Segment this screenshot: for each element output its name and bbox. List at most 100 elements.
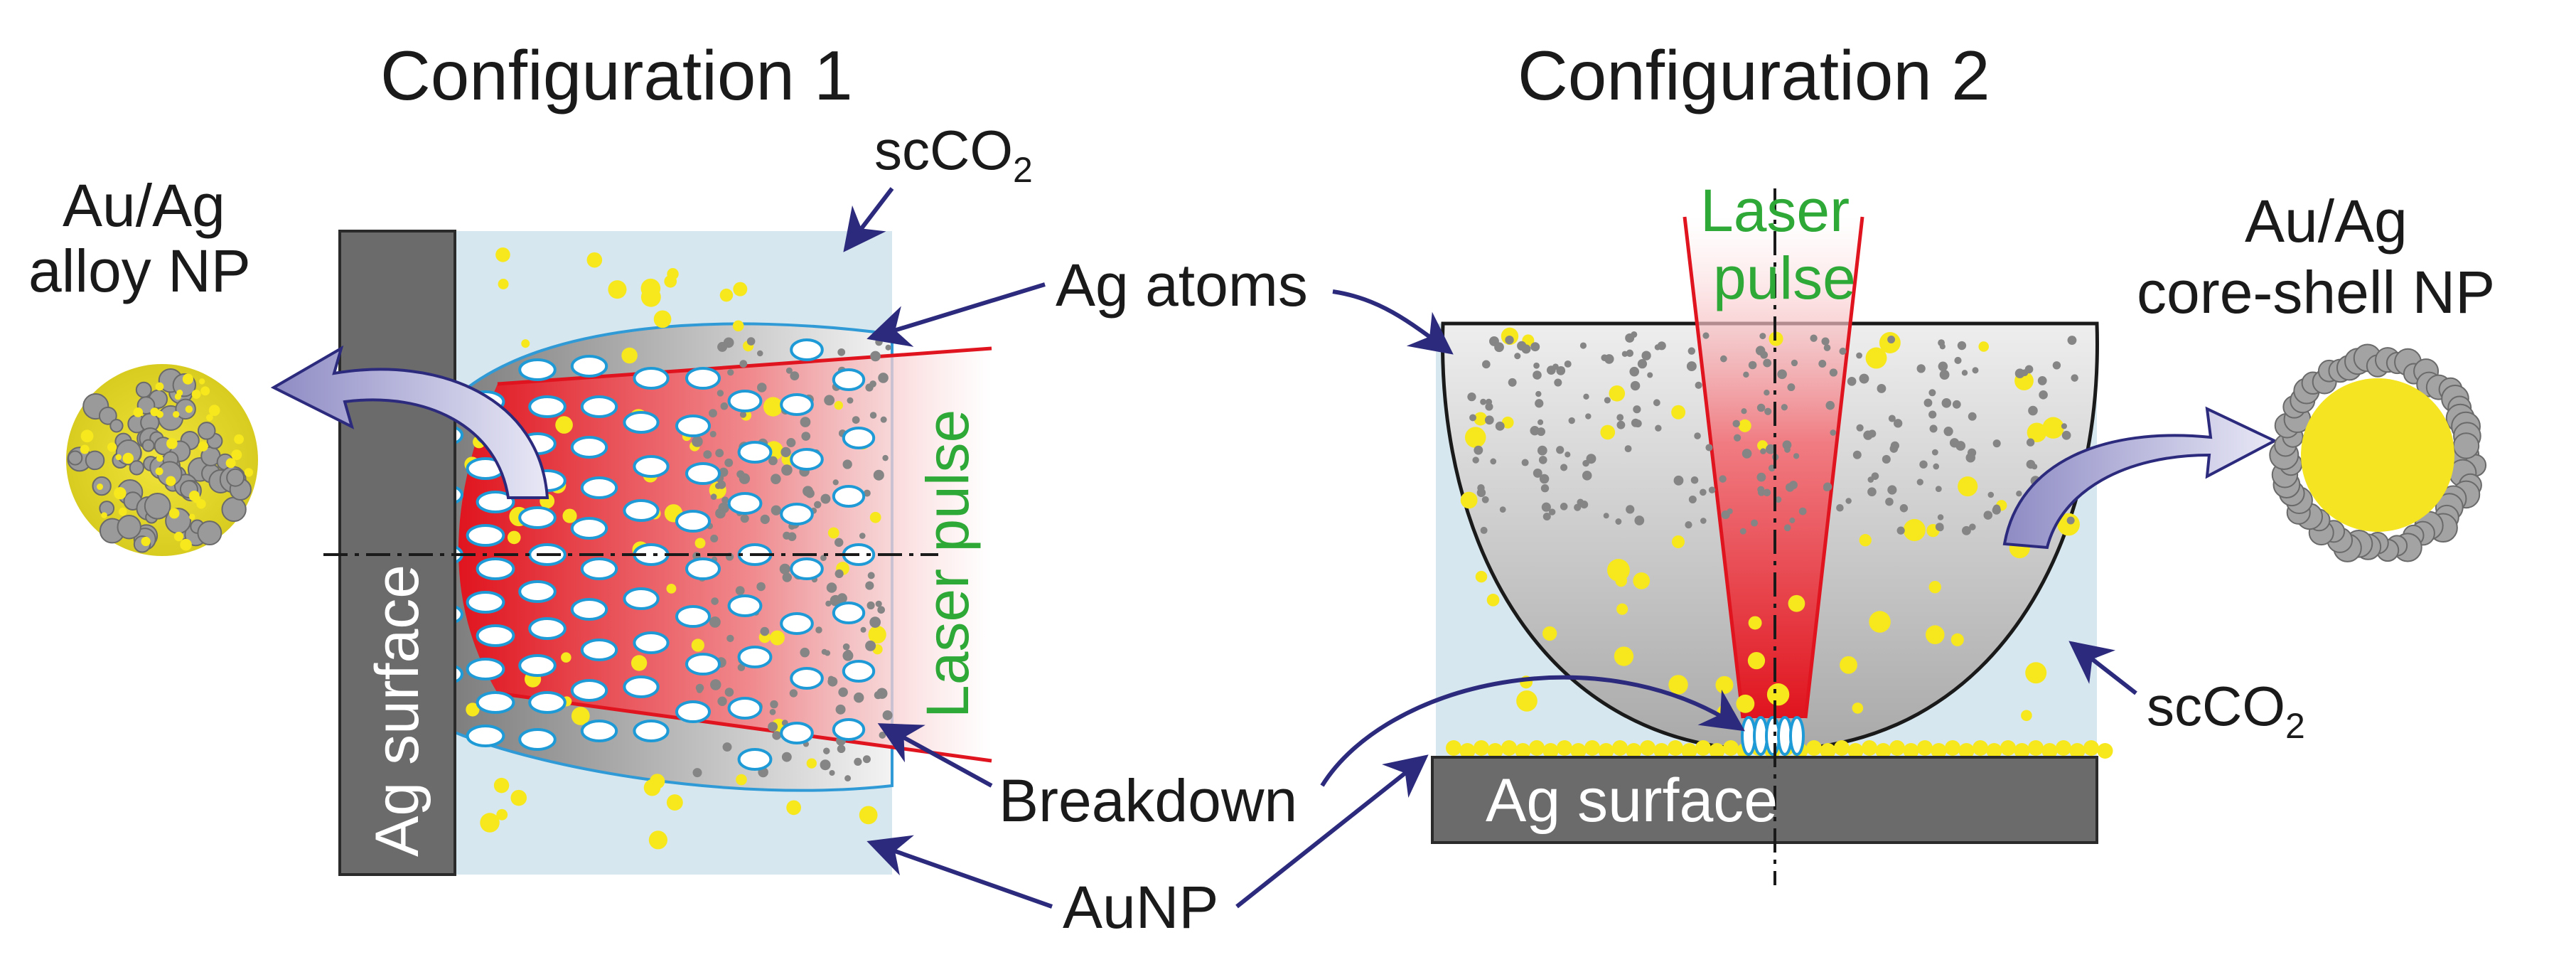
gold-particle bbox=[691, 639, 704, 652]
gold-particle bbox=[1464, 427, 1486, 448]
gold-particle bbox=[666, 583, 677, 594]
ag-atom bbox=[1968, 412, 1977, 421]
ag-atom bbox=[1936, 524, 1944, 532]
surface-gold-particle bbox=[1612, 740, 1628, 756]
gold-particle bbox=[621, 347, 638, 364]
ag-atom bbox=[1583, 393, 1589, 400]
breakdown-bubble bbox=[685, 557, 721, 580]
surface-gold-particle bbox=[1958, 743, 1975, 759]
au-cluster bbox=[231, 449, 242, 461]
ag-atom bbox=[1705, 444, 1713, 452]
breakdown-bubble bbox=[685, 653, 721, 675]
ag-atom bbox=[1700, 488, 1707, 496]
ag-atom bbox=[771, 474, 781, 484]
gold-particle bbox=[2021, 710, 2032, 722]
config1-title: Configuration 1 bbox=[380, 36, 853, 114]
ag-atom bbox=[1482, 360, 1491, 369]
gold-particle bbox=[498, 278, 509, 289]
ag-atom bbox=[1540, 484, 1550, 493]
ag-atom bbox=[1634, 515, 1645, 525]
ag-atom bbox=[1933, 463, 1940, 470]
ag-atom bbox=[697, 687, 703, 693]
surface-gold-particle bbox=[1973, 740, 1988, 756]
ag-atom bbox=[692, 768, 702, 778]
ag-atom bbox=[1521, 344, 1531, 354]
breakdown-bubble bbox=[528, 691, 567, 714]
ag-atom bbox=[2061, 423, 2067, 429]
ag-atom bbox=[1556, 366, 1566, 375]
ag-atom bbox=[760, 626, 770, 636]
breakdown-bubble bbox=[518, 358, 557, 381]
au-cluster bbox=[80, 429, 94, 443]
config2-surface-label: Ag surface bbox=[1486, 766, 1778, 835]
ag-cluster bbox=[98, 406, 117, 425]
ag-atom bbox=[769, 709, 776, 715]
ag-atom bbox=[1727, 508, 1733, 515]
ag-atom bbox=[1579, 342, 1587, 349]
ag-atom bbox=[771, 505, 781, 515]
gold-particle bbox=[608, 280, 627, 299]
config2-np-label-line1: Au/Ag bbox=[2245, 188, 2408, 255]
ag-atom bbox=[1781, 404, 1788, 411]
ag-atom bbox=[1585, 413, 1592, 420]
ag-atom bbox=[1823, 344, 1831, 351]
ag-atom bbox=[885, 344, 891, 351]
ag-atom bbox=[1887, 485, 1897, 495]
breakdown-bubble bbox=[580, 639, 618, 661]
breakdown-bubble bbox=[780, 503, 814, 525]
ag-atom bbox=[837, 744, 846, 754]
gold-particle bbox=[868, 625, 886, 644]
ag-atom bbox=[715, 449, 724, 458]
ag-cluster bbox=[221, 496, 247, 523]
surface-gold-particle bbox=[1529, 740, 1545, 756]
gold-particle bbox=[2042, 417, 2064, 439]
au-cluster bbox=[180, 538, 192, 551]
ag-atom bbox=[1533, 370, 1542, 380]
breakdown-bubble bbox=[518, 728, 557, 751]
breakdown-bubble bbox=[518, 654, 557, 677]
surface-gold-particle bbox=[1723, 740, 1739, 756]
ag-atom bbox=[786, 438, 796, 448]
breakdown-bubble bbox=[466, 725, 505, 747]
ag-atom bbox=[1941, 398, 1952, 408]
ag-atom bbox=[1626, 349, 1634, 357]
ag-atom bbox=[876, 688, 888, 699]
breakdown-bubble bbox=[832, 485, 866, 508]
arrow-breakdown-2 bbox=[1320, 675, 1745, 787]
config2-laser-label-line2: pulse bbox=[1713, 245, 1856, 311]
gold-particle bbox=[466, 702, 480, 717]
ag-atom bbox=[815, 626, 822, 634]
arrow-aunp-2 bbox=[1235, 754, 1429, 909]
ag-atom bbox=[1961, 370, 1968, 376]
breakdown-bubble bbox=[780, 393, 814, 416]
au-cluster bbox=[173, 411, 180, 418]
ag-atom bbox=[847, 397, 854, 404]
ag-atom bbox=[1937, 514, 1944, 520]
ag-atom bbox=[837, 348, 846, 356]
ag-atom bbox=[865, 581, 874, 590]
au-cluster bbox=[118, 507, 127, 516]
surface-gold-particle bbox=[2028, 740, 2044, 756]
ag-cluster bbox=[85, 450, 105, 471]
breakdown-bubble bbox=[580, 395, 618, 418]
ag-atom bbox=[1765, 444, 1776, 454]
au-cluster bbox=[150, 407, 159, 417]
gold-particle bbox=[1757, 440, 1768, 452]
surface-gold-particle bbox=[1806, 740, 1822, 756]
ag-atom bbox=[1629, 366, 1639, 377]
ag-atom bbox=[1810, 334, 1818, 342]
ag-atom bbox=[737, 663, 746, 671]
surface-gold-particle bbox=[1862, 740, 1877, 756]
ag-atom bbox=[1720, 355, 1727, 363]
breakdown-bubble bbox=[832, 602, 866, 624]
ag-atom bbox=[709, 409, 717, 418]
breakdown-bubble bbox=[737, 441, 773, 464]
ag-atom bbox=[1923, 398, 1933, 407]
breakdown-bubble bbox=[633, 455, 670, 478]
au-cluster bbox=[205, 414, 213, 422]
surface-gold-particle bbox=[1917, 740, 1933, 756]
ag-atom bbox=[2024, 365, 2034, 374]
ag-atom bbox=[1653, 399, 1660, 407]
gold-particle bbox=[1671, 405, 1686, 420]
ag-atom bbox=[842, 459, 852, 469]
